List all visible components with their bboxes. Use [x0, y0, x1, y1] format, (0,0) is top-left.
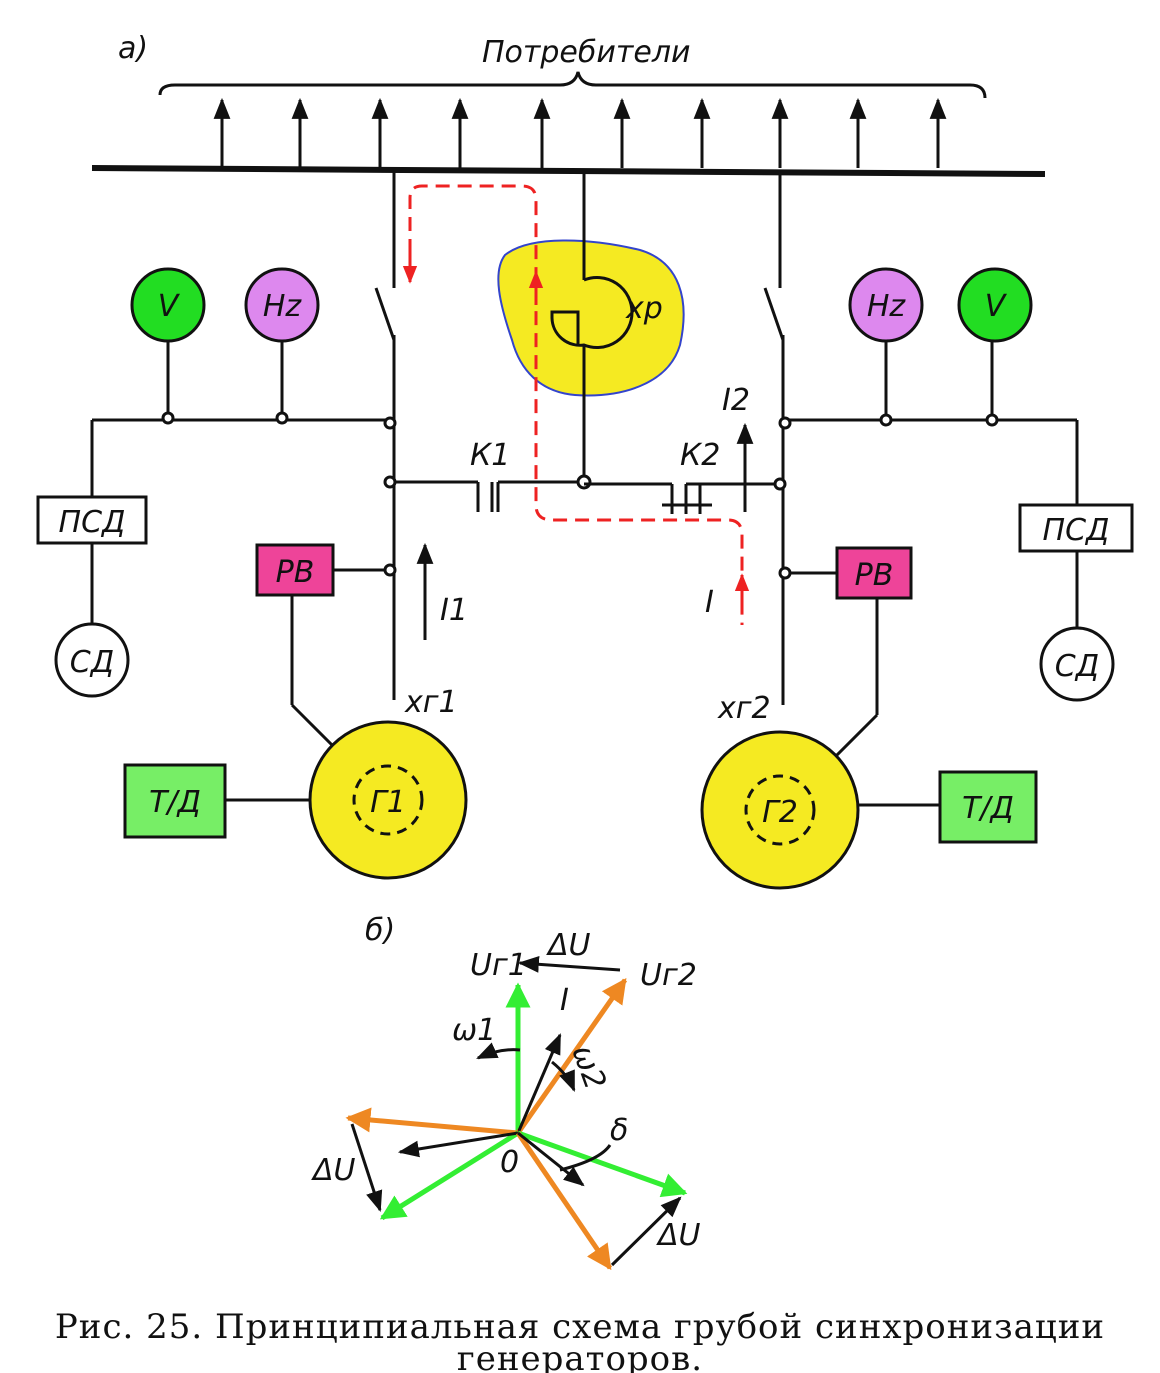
u-g2-vector	[515, 977, 628, 1135]
right-frequency-meter-label: Hz	[867, 289, 907, 324]
left-generator-label: Г1	[370, 785, 406, 820]
left-frequency-meter-label: Hz	[263, 289, 303, 324]
right-voltmeter: V	[957, 267, 1033, 343]
right-turbine-label: Т/Д	[962, 791, 1014, 826]
right-reactance-label: xг2	[717, 691, 771, 726]
left-turbine-box	[123, 763, 227, 839]
left-voltmeter-label: V	[158, 289, 181, 324]
reactor-highlight	[497, 239, 685, 397]
right-frequency-meter: Hz	[848, 267, 924, 343]
current-vector	[516, 1033, 562, 1134]
main-busbar	[91, 165, 1046, 177]
left-turbine-label: Т/Д	[149, 785, 201, 820]
left-sd-label: СД	[70, 645, 114, 680]
delta-u-left-label: ΔU	[311, 1153, 356, 1188]
circulating-current-path	[408, 184, 744, 625]
left-psd-label: ПСД	[59, 505, 126, 540]
caption-line-1: Рис. 25. Принципиальная схема грубой син…	[55, 1307, 1105, 1347]
left-sd-circle	[54, 622, 130, 698]
left-unit: V Hz ПСД СД К1 РВ I1 xг1	[36, 170, 592, 880]
left-voltmeter: V	[130, 267, 206, 343]
right-psd-label: ПСД	[1043, 513, 1110, 548]
left-current-label: I1	[440, 593, 468, 628]
consumer-arrows	[213, 97, 947, 168]
right-voltmeter-label: V	[985, 289, 1008, 324]
reactor-coil	[550, 276, 634, 349]
right-unit: Hz V ПСД СД К2 I2 I РВ xг2	[584, 172, 1134, 890]
right-breaker-label: К2	[680, 438, 720, 473]
u-g2-label: Uг2	[640, 958, 697, 993]
right-regulator-label: РВ	[855, 558, 894, 593]
reactor-label: xр	[625, 291, 663, 326]
right-turbine-box	[938, 770, 1038, 844]
right-generator-label: Г2	[762, 795, 798, 830]
origin-label: 0	[500, 1145, 519, 1180]
left-psd-box	[36, 495, 148, 545]
vector-diagram: ΔU Uг1 Uг2 I ω1 ω2 ΔU ΔU δ 0	[311, 928, 701, 1271]
consumers-label: Потребители	[482, 35, 691, 70]
right-sd-circle	[1039, 626, 1115, 702]
right-sd-label: СД	[1055, 649, 1099, 684]
right-current-label: I2	[722, 383, 750, 418]
left-reactance-label: xг1	[404, 685, 458, 720]
delta-angle-label: δ	[610, 1113, 628, 1148]
left-breaker-label: К1	[470, 438, 510, 473]
u-g1-label: Uг1	[470, 948, 527, 983]
left-regulator-label: РВ	[276, 555, 315, 590]
left-frequency-meter: Hz	[244, 267, 320, 343]
circulating-current-label: I	[705, 585, 714, 620]
caption-line-2: генераторов.	[457, 1339, 703, 1373]
delta-u-top-label: ΔU	[546, 928, 591, 963]
right-psd-box	[1018, 503, 1134, 553]
part-a-label: а)	[118, 31, 148, 66]
part-b-label: б)	[365, 913, 395, 948]
omega1-label: ω1	[452, 1013, 496, 1048]
current-vector-label: I	[560, 983, 569, 1018]
consumers-brace	[158, 71, 987, 99]
right-generator	[700, 730, 860, 890]
delta-u-right-label: ΔU	[656, 1218, 701, 1253]
